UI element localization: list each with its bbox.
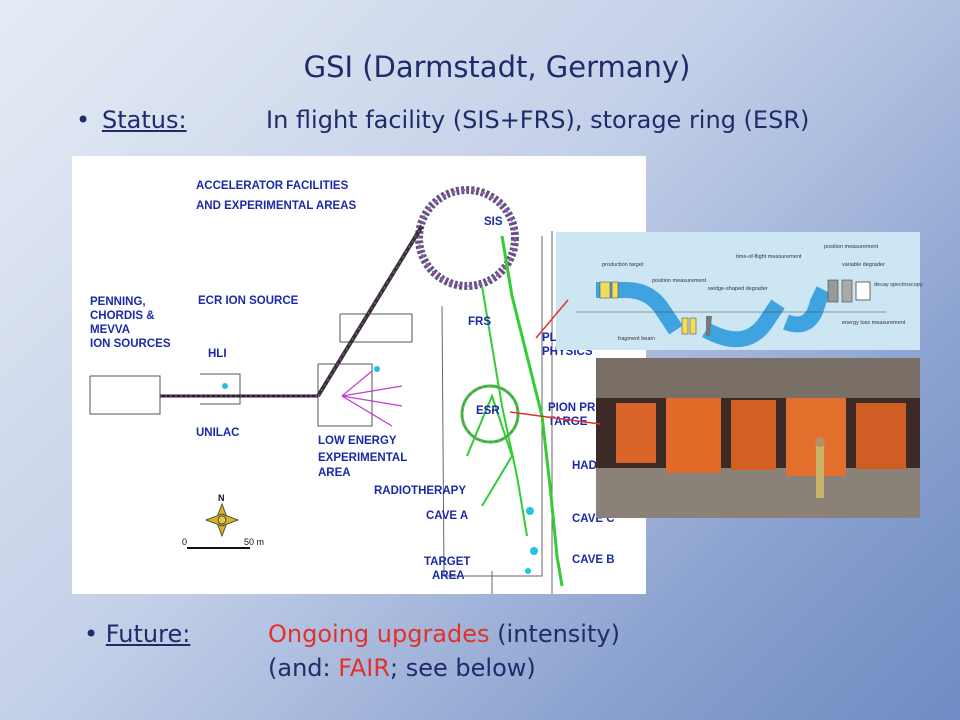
label-target-1: TARGET	[424, 556, 471, 568]
facility-map-drawing	[89, 186, 564, 594]
future-upgrades: Ongoing upgrades	[268, 620, 490, 648]
future-intensity: (intensity)	[489, 620, 620, 648]
label-low-energy-2: EXPERIMENTAL	[318, 452, 408, 464]
fd-label-position-measurement-2: position measurement	[824, 244, 879, 250]
label-hli: HLI	[208, 348, 227, 360]
label-ecr: ECR ION SOURCE	[198, 295, 299, 307]
label-esr: ESR	[476, 405, 500, 417]
compass-north-label: N	[218, 493, 225, 503]
label-penning-3: MEVVA	[90, 324, 131, 336]
label-penning-2: CHORDIS &	[90, 310, 155, 322]
label-plasma-1: PL	[542, 332, 557, 344]
facility-map: ACCELERATOR FACILITIES AND EXPERIMENTAL …	[72, 156, 646, 594]
label-target-2: AREA	[432, 570, 465, 582]
future-line2-pre: (and:	[268, 654, 339, 682]
status-label: Status:	[102, 106, 187, 134]
label-pion-2: TARGE	[548, 416, 588, 428]
fd-label-fragment-beam: fragment beam	[618, 336, 655, 342]
esr-photo	[596, 358, 920, 518]
fd-label-position-measurement: position measurement	[652, 278, 707, 284]
future-bullet-item: • Future:	[84, 620, 190, 648]
esr-photo-drawing	[596, 358, 920, 518]
label-cave-b: CAVE B	[572, 554, 615, 566]
future-line2-post: ; see below)	[390, 654, 536, 682]
label-low-energy-3: AREA	[318, 467, 351, 479]
fd-label-tof: time-of-flight measurement	[736, 254, 802, 260]
future-label: Future:	[105, 620, 191, 648]
status-bullet: •	[76, 106, 91, 134]
fd-label-decay: decay spectroscopy	[874, 282, 923, 288]
status-text: In flight facility (SIS+FRS), storage ri…	[266, 106, 810, 134]
fd-label-wedge-degrader: wedge-shaped degrader	[708, 286, 768, 292]
future-text-line2: (and: FAIR; see below)	[268, 654, 536, 682]
label-radiotherapy: RADIOTHERAPY	[374, 485, 467, 497]
map-heading-line1: ACCELERATOR FACILITIES	[196, 180, 349, 192]
label-cave-a: CAVE A	[426, 510, 469, 522]
frs-diagram-drawing	[576, 279, 886, 348]
fd-label-variable-degrader: variable degrader	[842, 262, 885, 268]
future-fair: FAIR	[338, 654, 391, 682]
future-text-line1: Ongoing upgrades (intensity)	[268, 620, 620, 648]
frs-separator-diagram: production target fragment beam position…	[556, 232, 923, 350]
map-heading-line2: AND EXPERIMENTAL AREAS	[196, 200, 357, 212]
future-bullet: •	[84, 620, 99, 648]
label-low-energy-1: LOW ENERGY	[318, 435, 397, 447]
label-sis: SIS	[484, 216, 503, 228]
fd-label-energy-loss: energy loss measurement	[842, 320, 906, 326]
slide-title: GSI (Darmstadt, Germany)	[303, 50, 691, 84]
scale-fifty-label: 50 m	[244, 537, 265, 547]
label-penning-1: PENNING,	[90, 296, 146, 308]
scale-zero-label: 0	[182, 537, 188, 547]
label-penning-4: ION SOURCES	[90, 338, 171, 350]
fd-label-production-target: production target	[602, 262, 644, 268]
label-frs: FRS	[468, 316, 491, 328]
label-pion-1: PION PR	[548, 402, 596, 414]
label-unilac: UNILAC	[196, 427, 240, 439]
label-had: HAD	[572, 460, 597, 472]
status-bullet-item: • Status:	[76, 106, 187, 134]
